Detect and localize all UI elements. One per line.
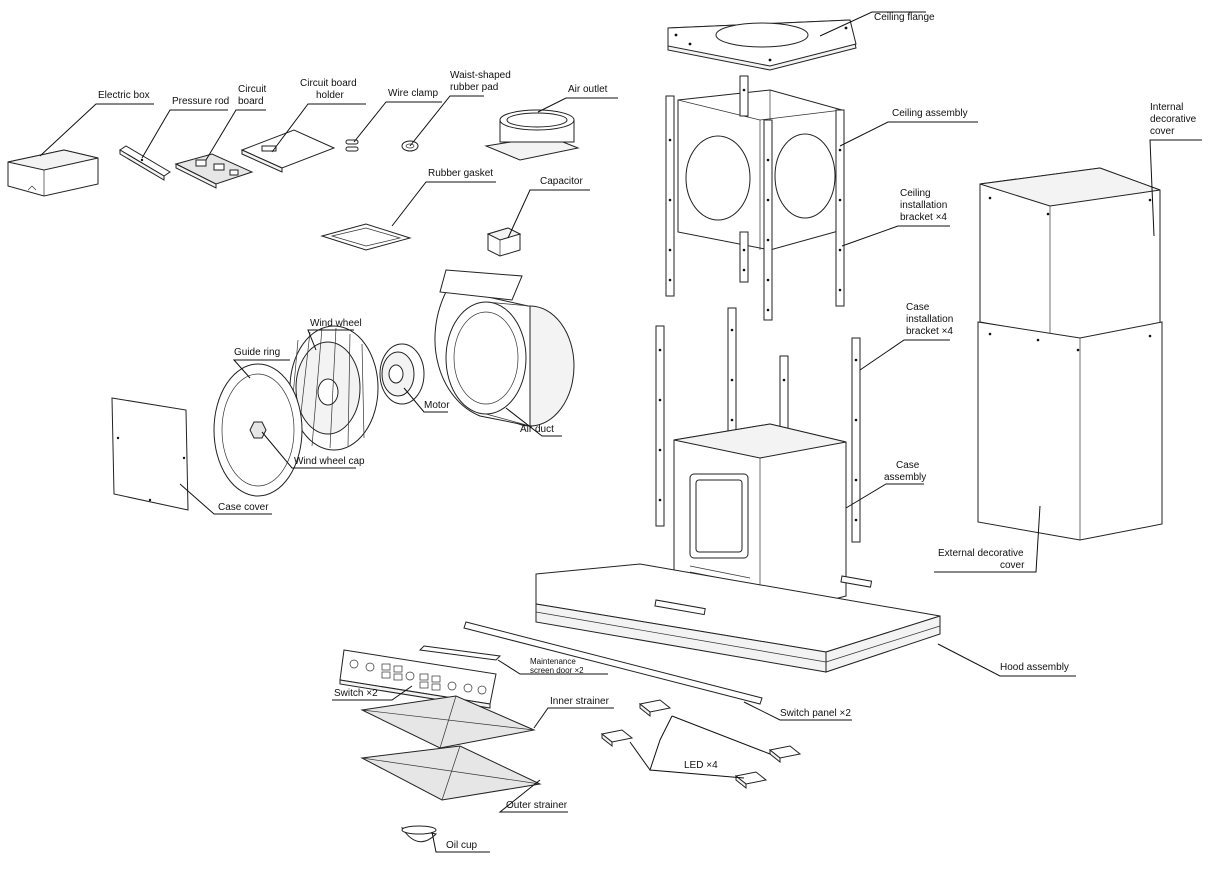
- label-hood-assembly: Hood assembly: [1000, 662, 1069, 673]
- label-wind-wheel-cap: Wind wheel cap: [294, 456, 365, 467]
- label-internal-cover-line3: cover: [1150, 126, 1175, 137]
- label-oil-cup: Oil cup: [446, 840, 478, 851]
- label-case-bracket-line1: Case: [906, 302, 930, 313]
- label-external-cover-line2: cover: [1000, 560, 1025, 571]
- label-case-assembly-line1: Case: [896, 460, 920, 471]
- label-inner-strainer: Inner strainer: [550, 696, 610, 707]
- hood-assembly-part: [535, 563, 941, 673]
- label-wire-clamp: Wire clamp: [388, 88, 438, 99]
- case-cover-part: [111, 397, 189, 511]
- rubber-gasket-part: [320, 223, 412, 251]
- inner-strainer-part: [360, 695, 536, 749]
- label-ceiling-bracket-line2: installation: [900, 200, 947, 211]
- ceiling-flange-part: [667, 19, 857, 71]
- label-air-outlet: Air outlet: [568, 84, 608, 95]
- label-switch-panel: Switch panel ×2: [780, 708, 851, 719]
- label-wind-wheel: Wind wheel: [310, 318, 362, 329]
- label-maintenance-door-line1: Maintenance: [530, 657, 576, 666]
- label-ceiling-flange: Ceiling flange: [874, 12, 935, 23]
- label-waist-pad-line2: rubber pad: [450, 82, 498, 93]
- outer-strainer-part: [360, 745, 542, 801]
- pressure-rod-part: [119, 145, 171, 181]
- leader-lines: [39, 11, 1202, 853]
- label-circuit-board-line1: Circuit: [238, 84, 267, 95]
- wind-wheel-part: [289, 325, 379, 451]
- label-waist-pad-line1: Waist-shaped: [450, 70, 511, 81]
- label-guide-ring: Guide ring: [234, 347, 280, 358]
- air-duct-part: [434, 269, 575, 427]
- capacitor-part: [486, 227, 522, 257]
- label-electric-box: Electric box: [98, 90, 150, 101]
- rubber-pad-part: [401, 140, 419, 152]
- label-case-assembly-line2: assembly: [884, 472, 926, 483]
- label-switch: Switch ×2: [334, 688, 378, 699]
- label-pressure-rod: Pressure rod: [172, 96, 229, 107]
- decorative-covers-part: [977, 167, 1163, 541]
- ceiling-assembly-part: [665, 75, 845, 321]
- circuit-board-holder-part: [240, 129, 336, 173]
- label-capacitor: Capacitor: [540, 176, 583, 187]
- air-outlet-part: [484, 109, 580, 161]
- label-circuit-board-line2: board: [238, 96, 264, 107]
- switch-part: [339, 649, 497, 709]
- oil-cup-part: [400, 825, 438, 843]
- led-parts: [600, 699, 802, 790]
- label-internal-cover-line2: decorative: [1150, 114, 1197, 125]
- label-outer-strainer: Outer strainer: [506, 800, 568, 811]
- label-circuit-board-holder-line2: holder: [316, 90, 344, 101]
- label-air-duct: Air duct: [520, 424, 554, 435]
- label-external-cover-line1: External decorative: [938, 548, 1024, 559]
- circuit-board-part: [174, 153, 254, 189]
- label-case-bracket-line2: installation: [906, 314, 953, 325]
- label-circuit-board-holder-line1: Circuit board: [300, 78, 357, 89]
- label-ceiling-bracket-line3: bracket ×4: [900, 212, 947, 223]
- maintenance-door-part: [418, 645, 502, 661]
- labels: Ceiling flange Electric box Pressure rod…: [98, 12, 1197, 851]
- wire-clamp-part: [345, 139, 359, 152]
- label-rubber-gasket: Rubber gasket: [428, 168, 493, 179]
- label-case-bracket-line3: bracket ×4: [906, 326, 953, 337]
- label-motor: Motor: [424, 400, 450, 411]
- electric-box-part: [7, 149, 99, 197]
- label-led: LED ×4: [684, 760, 718, 771]
- label-case-cover: Case cover: [218, 502, 269, 513]
- motor-part: [379, 343, 425, 405]
- label-maintenance-door-line2: screen door ×2: [530, 666, 584, 675]
- label-ceiling-bracket-line1: Ceiling: [900, 188, 931, 199]
- guide-ring-part: [213, 363, 303, 497]
- label-ceiling-assembly: Ceiling assembly: [892, 108, 968, 119]
- switch-panel-part: [463, 621, 763, 705]
- label-internal-cover-line1: Internal: [1150, 102, 1183, 113]
- case-assembly-part: [673, 423, 847, 617]
